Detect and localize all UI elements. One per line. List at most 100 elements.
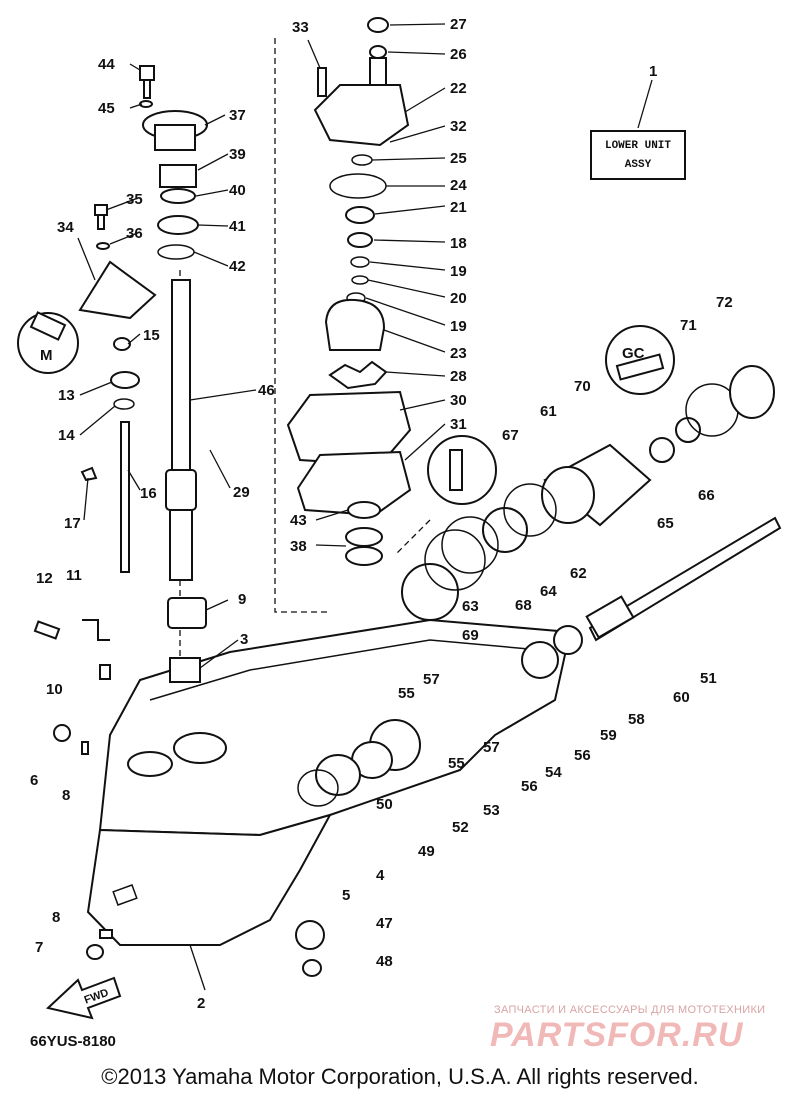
callout-54: 54 (545, 764, 562, 781)
callout-56b: 56 (521, 778, 538, 795)
callout-50: 50 (376, 796, 393, 813)
callout-40: 40 (229, 182, 246, 199)
callout-33: 33 (292, 19, 309, 36)
watermark-logo: PARTSFOR.RU (490, 1016, 744, 1054)
callout-44: 44 (98, 56, 115, 73)
callout-34: 34 (57, 219, 74, 236)
callout-27: 27 (450, 16, 467, 33)
small-bolts-left (33, 619, 113, 960)
callout-65: 65 (657, 515, 674, 532)
callout-58: 58 (628, 711, 645, 728)
callout-13: 13 (58, 387, 75, 404)
pinion-and-nut (295, 920, 325, 977)
callout-59: 59 (600, 727, 617, 744)
callout-20: 20 (450, 290, 467, 307)
callout-1: 1 (649, 63, 657, 80)
callout-61: 61 (540, 403, 557, 420)
shift-rod-assembly (80, 337, 140, 573)
water-pump-assembly (286, 17, 412, 517)
callout-21: 21 (450, 199, 467, 216)
callout-4: 4 (376, 867, 385, 884)
callout-17: 17 (64, 515, 81, 532)
callout-25: 25 (450, 150, 467, 167)
callout-31: 31 (450, 416, 467, 433)
callout-64: 64 (540, 583, 557, 600)
fwd-arrow: FWD (45, 976, 122, 1020)
guide-line-bearing (394, 519, 431, 556)
gears-and-clutch (297, 563, 583, 807)
callout-5: 5 (342, 887, 350, 904)
callout-63: 63 (462, 598, 479, 615)
callout-8a: 8 (62, 787, 70, 804)
callout-53: 53 (483, 802, 500, 819)
inset-letter-gc: GC (622, 345, 645, 362)
shift-rod-cover-plate (78, 260, 157, 320)
callout-67: 67 (502, 427, 519, 444)
callout-10: 10 (46, 681, 63, 698)
callout-23: 23 (450, 345, 467, 362)
callout-11: 11 (66, 567, 82, 584)
callout-numbers: 1 2 3 4 5 6 7 8 8 9 10 11 12 13 14 15 16… (30, 16, 733, 1012)
callout-62: 62 (570, 565, 587, 582)
callout-2: 2 (197, 995, 205, 1012)
callout-36: 36 (126, 225, 143, 242)
callout-22: 22 (450, 80, 467, 97)
callout-15: 15 (143, 327, 160, 344)
callout-51: 51 (700, 670, 717, 687)
callout-19b: 19 (450, 318, 467, 335)
callout-6: 6 (30, 772, 38, 789)
lower-unit-assy-label: LOWER UNIT ASSY (590, 130, 686, 180)
callout-42: 42 (229, 258, 246, 275)
callout-24: 24 (450, 177, 467, 194)
callout-47: 47 (376, 915, 393, 932)
callout-66: 66 (698, 487, 715, 504)
callout-35: 35 (126, 191, 143, 208)
callout-7: 7 (35, 939, 43, 956)
callout-57b: 57 (483, 739, 500, 756)
callout-28: 28 (450, 368, 467, 385)
callout-57a: 57 (423, 671, 440, 688)
callout-69: 69 (462, 627, 479, 644)
inset-detail-shift-rod: M (17, 311, 79, 374)
lower-unit-casing (86, 618, 572, 946)
callout-39: 39 (229, 146, 246, 163)
callout-60: 60 (673, 689, 690, 706)
watermark-caption: ЗАПЧАСТИ И АКСЕССУАРЫ ДЛЯ МОТОТЕХНИКИ (494, 1004, 766, 1016)
callout-14: 14 (58, 427, 75, 444)
callout-41: 41 (229, 218, 246, 235)
callout-43: 43 (290, 512, 307, 529)
guide-line-upper (274, 38, 330, 613)
inset-detail-gc: GC (605, 325, 675, 395)
inset-letter-m: M (40, 347, 53, 364)
callout-18: 18 (450, 235, 467, 252)
callout-16: 16 (140, 485, 157, 502)
callout-37: 37 (229, 107, 246, 124)
assy-label-line1: LOWER UNIT (604, 140, 671, 152)
assy-label-line2: ASSY (624, 159, 652, 171)
propeller-shaft (585, 516, 782, 642)
callout-48: 48 (376, 953, 393, 970)
callout-70: 70 (574, 378, 591, 395)
driveshaft-housing-parts (142, 110, 208, 260)
leader-lines (77, 23, 653, 991)
bearing-stack (345, 501, 383, 566)
callout-72: 72 (716, 294, 733, 311)
sleeve-and-needle-bearing (167, 597, 207, 683)
propeller-shaft-housing (424, 365, 775, 591)
callout-8b: 8 (52, 909, 60, 926)
callout-49: 49 (418, 843, 435, 860)
diagram-code: 66YUS-8180 (30, 1033, 116, 1050)
driveshaft (165, 279, 197, 581)
callout-9: 9 (238, 591, 246, 608)
callout-38: 38 (290, 538, 307, 555)
callout-55b: 55 (448, 755, 465, 772)
callout-12: 12 (36, 570, 53, 587)
inset-detail-bearing (427, 435, 497, 505)
callout-29: 29 (233, 484, 250, 501)
callout-32: 32 (450, 118, 467, 135)
copyright-notice: ©2013 Yamaha Motor Corporation, U.S.A. A… (101, 1064, 699, 1089)
callout-3: 3 (240, 631, 248, 648)
callout-19a: 19 (450, 263, 467, 280)
callout-68: 68 (515, 597, 532, 614)
